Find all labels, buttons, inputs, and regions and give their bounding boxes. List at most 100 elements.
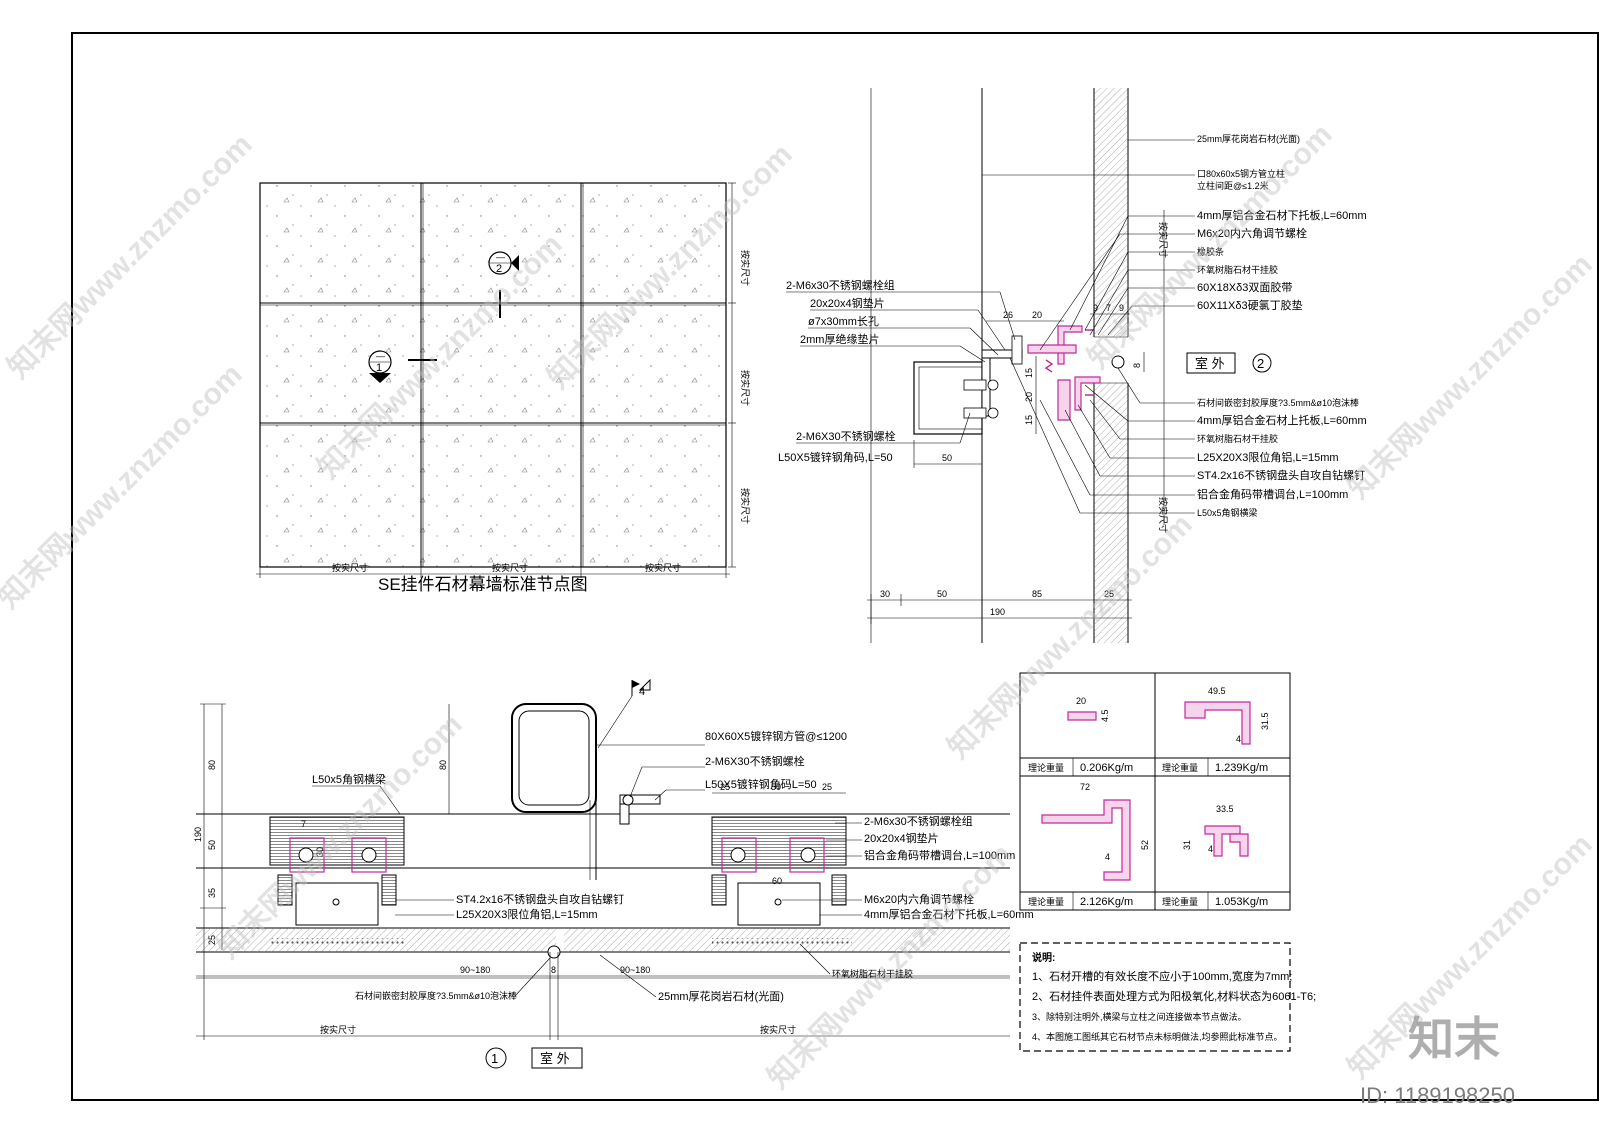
p1-weight: 0.206Kg/m [1080,762,1133,774]
s1-dim-80: 80 [207,760,217,770]
s1-label: M6x20内六角调节螺栓 [864,892,974,906]
section-1-view: 80 190 50 35 25 80 [193,678,1034,1069]
s1-label: 2-M6X30不锈钢螺栓 [705,754,805,768]
s2-left-label: 2-M6x30不锈钢螺栓组 [786,278,895,292]
p4-weight-label: 理论重量 [1162,896,1198,907]
s1-dim-35: 35 [207,888,217,898]
s2-dim-20: 20 [1032,310,1042,320]
s2-right-label: 60X11Xδ3硬氯丁胶垫 [1197,298,1303,312]
s1-label: 80X60X5镀锌钢方管@≤1200 [705,729,847,743]
s2-dim-9a: 9 [1093,303,1098,313]
watermark-brand: 知末 [1408,1013,1500,1065]
s1-label: 4mm厚铝合金石材下托板,L=60mm [864,907,1034,921]
s1-dim-50b: 50 [771,782,781,792]
s1-label: 铝合金角码带槽调台,L=100mm [864,848,1015,862]
s2-side-dim-1: 按实尺寸 [1158,222,1169,258]
s1-dim-7: 7 [301,819,306,829]
s2-right-label: ST4.2x16不锈钢盘头自攻自钻螺钉 [1197,468,1365,482]
s1-label: ST4.2x16不锈钢盘头自攻自钻螺钉 [456,892,624,906]
s1-label: L25X20X3限位角铝,L=15mm [456,907,598,921]
elev-dim-bottom-3: 按实尺寸 [645,562,681,573]
s2-right-label: 铝合金角码带槽调台,L=100mm [1197,487,1348,501]
p3-weight: 2.126Kg/m [1080,896,1133,908]
watermark-id: ID: 1189198250 [1360,1083,1515,1108]
s2-left-label: L50X5镀锌钢角码,L=50 [778,450,893,464]
watermark-text: 知末网www.znzmo.com [762,838,1019,1095]
s2-right-label: L50x5角钢横梁 [1197,507,1258,518]
s2-left-label: 2mm厚绝缘垫片 [800,332,879,346]
s1-dim-90-180b: 90~180 [620,965,650,975]
note-item: 4、本图施工图纸其它石材节点未标明做法,均参照此标准节点。 [1032,1031,1283,1042]
s2-outdoor: 室 外 [1195,356,1225,371]
s1-dim-label-b: 按实尺寸 [760,1024,796,1035]
s2-left-label: 20x20x4钢垫片 [810,296,885,310]
section-2-view: 26 20 9 7 9 15 20 15 8 50 30 50 85 25 19… [778,88,1367,643]
s1-dim-label-a: 按实尺寸 [320,1024,356,1035]
s2-dim-7: 7 [1106,303,1111,313]
watermark-text: 知末网www.znzmo.com [212,708,469,965]
s1-dim-25b: 25 [822,782,832,792]
s1-dim-60: 60 [772,876,782,886]
p1-weight-label: 理论重量 [1028,762,1064,773]
elev-dim-right-1: 按实尺寸 [740,250,751,286]
s2-right-label: 石材间嵌密封胶厚度?3.5mm&ø10泡沫棒 [1197,397,1359,408]
s2-right-label: 4mm厚铝合金石材上托板,L=60mm [1197,413,1367,427]
elevation-view: 按实尺寸 按实尺寸 按实尺寸 按实尺寸 按实尺寸 按实尺寸 SE挂件石材幕墙标准… [256,182,751,594]
s1-label: 20x20x4钢垫片 [864,831,939,845]
p4-weight: 1.053Kg/m [1215,896,1268,908]
watermark-text: 知末网www.znzmo.com [1342,248,1599,505]
s1-labels: 80X60X5镀锌钢方管@≤1200 2-M6X30不锈钢螺栓 L50X5镀锌钢… [312,729,1034,1003]
p3-weight-label: 理论重量 [1028,896,1064,907]
s2-right-label: 60X18Xδ3双面胶带 [1197,280,1292,294]
marker2-num: 2 [496,263,502,275]
s1-dim-190: 190 [193,827,203,842]
elev-dim-bottom-1: 按实尺寸 [332,562,368,573]
s1-label: 环氧树脂石材干挂胶 [832,968,913,979]
s2-left-label: ø7x30mm长孔 [808,315,879,328]
s2-right-label: 环氧树脂石材干挂胶 [1197,433,1278,444]
p3-dim-w: 72 [1080,782,1090,792]
s1-label: L50X5镀锌钢角码L=50 [705,777,817,791]
sheet-border [71,32,1599,1101]
marker2-top: — [496,252,505,262]
s1-dim-tube: 80 [438,760,448,770]
s2-dim-b50: 50 [937,589,947,599]
s2-right-label: M6x20内六角调节螺栓 [1197,226,1307,240]
s1-label: L50x5角钢横梁 [312,772,386,786]
s2-right-label: 25mm厚花岗岩石材(光面) [1197,133,1300,144]
s1-outdoor: 室 外 [540,1051,570,1066]
p4-dim-t: 4 [1208,844,1213,854]
s2-side-dim-2: 按实尺寸 [1158,497,1169,533]
s2-dim-190: 190 [990,607,1005,617]
watermarks: 知末网www.znzmo.com 知末网www.znzmo.com 知末网www… [0,118,1599,1108]
notes-title: 说明: [1032,951,1055,964]
s1-dim-25a: 25 [720,782,730,792]
notes-box: 说明: 1、石材开槽的有效长度不应小于100mm,宽度为7mm; 2、石材挂件表… [1019,942,1316,1052]
s1-number: 1 [491,1051,498,1066]
watermark-text: 知末网www.znzmo.com [0,358,249,615]
p4-dim-w: 33.5 [1216,804,1234,814]
note-item: 3、除特别注明外,横梁与立柱之间连接做本节点做法。 [1032,1011,1247,1022]
p1-dim-w: 20 [1076,696,1086,706]
s2-right-label: L25X20X3限位角铝,L=15mm [1197,450,1339,464]
s2-right-label: 环氧树脂石材干挂胶 [1197,264,1278,275]
s2-dim-26: 26 [1003,310,1013,320]
s1-dim-8: 8 [551,965,556,975]
s2-right-label: 4mm厚铝合金石材下托板,L=60mm [1197,208,1367,222]
s2-right-label: 口80x60x5钢方管立柱 [1197,168,1285,179]
s2-left-labels: 2-M6x30不锈钢螺栓组 20x20x4钢垫片 ø7x30mm长孔 2mm厚绝… [778,278,1016,464]
note-item: 2、石材挂件表面处理方式为阳极氧化,材料状态为6061-T6; [1032,989,1316,1003]
s1-dim-30: 30 [315,847,325,857]
s2-dim-50: 50 [942,453,952,463]
s2-right-label: 立柱间距@≤1.2米 [1197,180,1269,191]
s1-label: 2-M6x30不锈钢螺栓组 [864,814,973,828]
s2-dim-20b: 20 [1024,392,1034,402]
p1-dim-h: 4.5 [1100,709,1110,722]
s1-dim-50: 50 [207,840,217,850]
watermark-text: 知末网www.znzmo.com [2,128,259,385]
p3-dim-t: 4 [1105,852,1110,862]
s1-weld: 4 [639,686,645,698]
profiles-table: 20 4.5 49.5 31.5 4 72 52 4 33.5 31 4 理论重… [1019,672,1291,911]
